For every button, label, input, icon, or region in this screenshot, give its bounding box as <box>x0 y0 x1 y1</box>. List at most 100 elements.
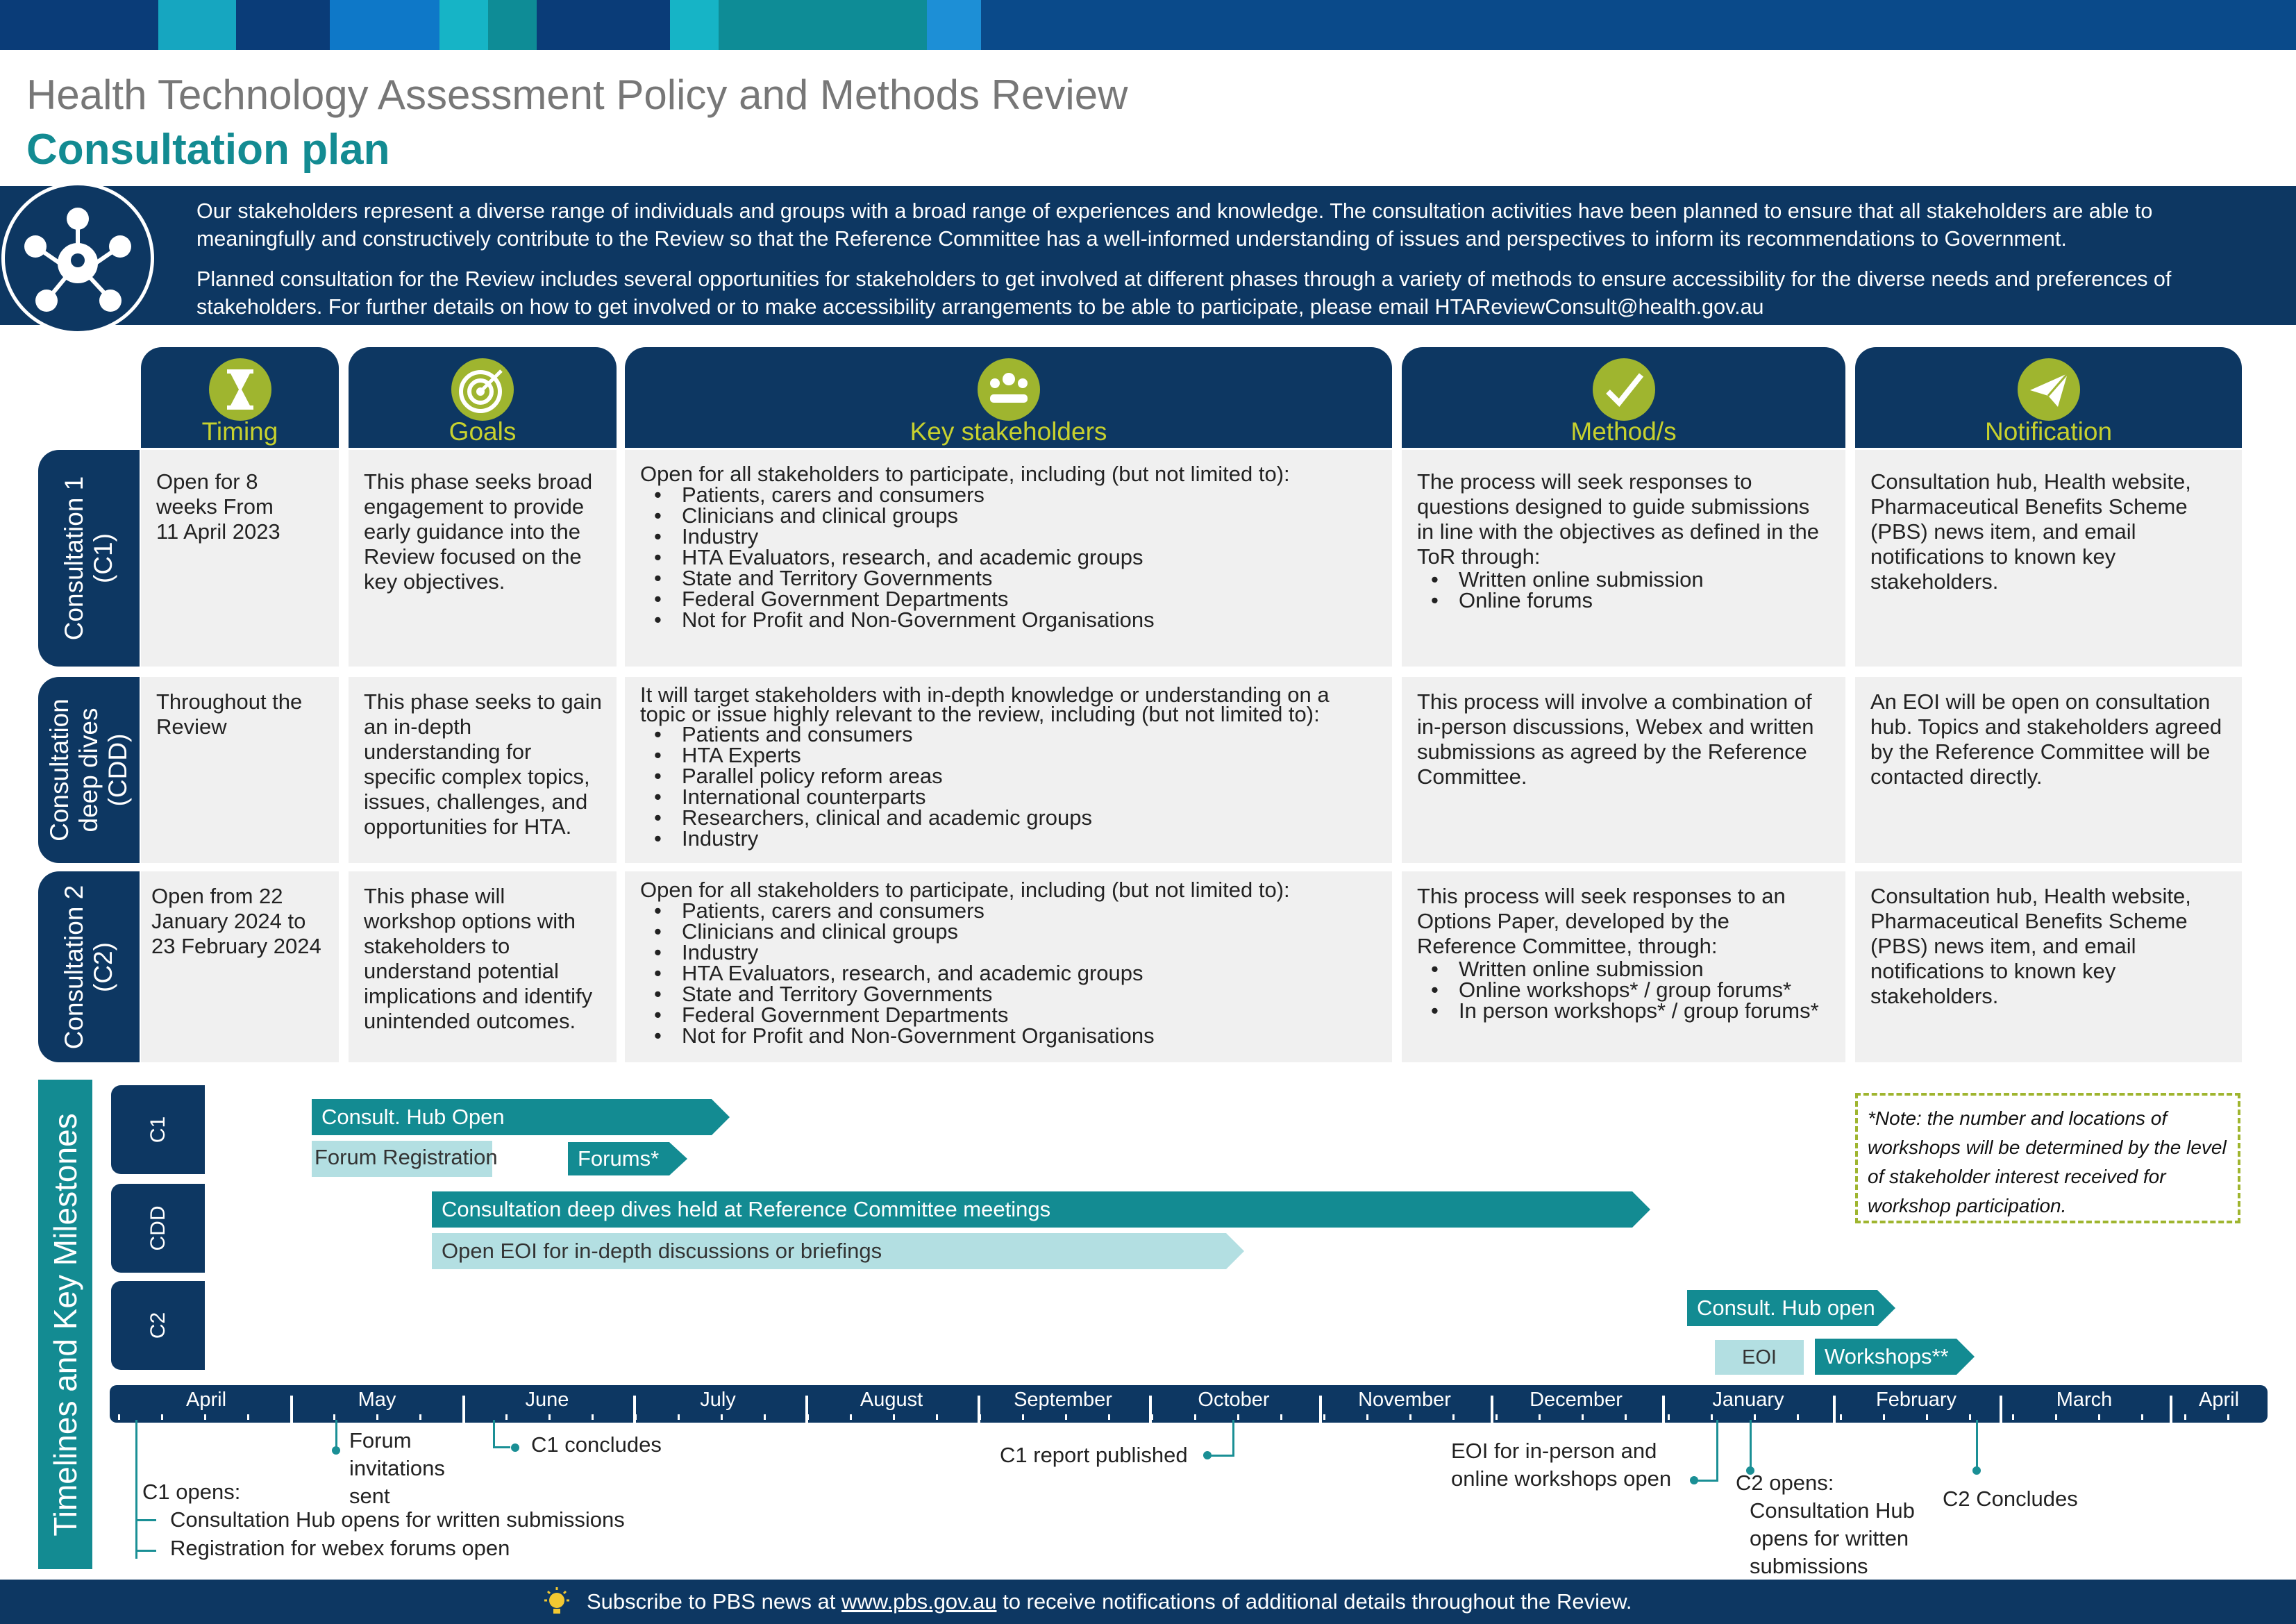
list-item: State and Territory Governments <box>654 567 1378 589</box>
pbs-link[interactable]: www.pbs.gov.au <box>841 1589 997 1614</box>
cdd-stakeholders-intro: It will target stakeholders with in-dept… <box>640 683 1330 726</box>
milestone-c1-webex: Registration for webex forums open <box>170 1536 510 1560</box>
c1-methods-list: Written online submission Online forums <box>1417 569 1832 611</box>
c1-methods-cell: The process will seek responses to quest… <box>1402 450 1845 667</box>
list-item: In person workshops* / group forums* <box>1431 1000 1832 1021</box>
page-title: Health Technology Assessment Policy and … <box>26 72 1128 118</box>
page-subtitle: Consultation plan <box>26 126 390 174</box>
network-icon <box>1 182 154 335</box>
c1-stakeholders-cell: Open for all stakeholders to participate… <box>625 450 1392 667</box>
cdd-stakeholders-cell: It will target stakeholders with in-dept… <box>625 677 1392 863</box>
column-label-timing: Timing <box>201 417 278 446</box>
cdd-goals-cell: This phase seeks to gain an in-depth und… <box>349 677 617 863</box>
list-item: Online workshops* / group forums* <box>1431 979 1832 1001</box>
milestone-c2-opens: C2 opens: <box>1736 1471 1834 1495</box>
month-divider <box>1662 1396 1665 1423</box>
milestone-line-c1-concludes <box>493 1420 495 1448</box>
month-divider <box>1319 1396 1322 1423</box>
bar-c1-hub-open: Consult. Hub Open <box>312 1099 730 1135</box>
top-color-strip <box>0 0 2296 50</box>
month-label: September <box>1014 1389 1112 1411</box>
column-header-methods: Method/s <box>1402 347 1845 448</box>
timeline-label-text: Timelines and Key Milestones <box>47 1112 83 1537</box>
milestone-c2-hub-written: Consultation Hub opens for written submi… <box>1750 1498 1915 1578</box>
month-label: March <box>2056 1389 2113 1411</box>
milestone-line-c1-opens <box>135 1420 137 1559</box>
month-divider <box>2170 1396 2172 1423</box>
row-label-c1: Consultation 1 (C1) <box>38 450 140 667</box>
bar-c2-workshops: Workshops** <box>1815 1339 1975 1375</box>
list-item: Industry <box>654 828 1378 849</box>
list-item: Not for Profit and Non-Government Organi… <box>654 1025 1378 1046</box>
c1-notification: Consultation hub, Health website, Pharma… <box>1870 469 2191 594</box>
bar-c1-forum-registration: Forum Registration <box>312 1141 498 1177</box>
milestone-c1-opens: C1 opens: <box>142 1480 241 1504</box>
month-label: December <box>1530 1389 1623 1411</box>
milestone-dot <box>1690 1476 1698 1484</box>
c1-timing-cell: Open for 8 weeks From 11 April 2023 <box>141 450 339 667</box>
milestone-dot <box>511 1443 519 1452</box>
c2-goals-cell: This phase will workshop options with st… <box>349 871 617 1062</box>
c2-notification-cell: Consultation hub, Health website, Pharma… <box>1855 871 2242 1062</box>
paper-plane-icon <box>2017 358 2080 421</box>
list-item: Industry <box>654 526 1378 547</box>
list-item: Industry <box>654 941 1378 963</box>
workshop-note: *Note: the number and locations of works… <box>1855 1093 2240 1223</box>
month-label: May <box>358 1389 396 1411</box>
lane-label-cdd: CDD <box>111 1184 205 1273</box>
month-label: February <box>1875 1389 1957 1411</box>
month-label: November <box>1358 1389 1451 1411</box>
c2-notification: Consultation hub, Health website, Pharma… <box>1870 884 2191 1008</box>
column-label-methods: Method/s <box>1570 417 1677 446</box>
c1-methods-intro: The process will seek responses to quest… <box>1417 469 1820 569</box>
list-item: HTA Evaluators, research, and academic g… <box>654 962 1378 984</box>
month-divider <box>1491 1396 1493 1423</box>
milestone-line-c2-opens <box>1750 1420 1752 1470</box>
month-label: July <box>700 1389 736 1411</box>
milestone-c1-hub-written: Consultation Hub opens for written submi… <box>170 1507 625 1532</box>
lane-label-c2: C2 <box>111 1281 205 1370</box>
milestone-c1-report: C1 report published <box>1000 1443 1188 1467</box>
milestone-dot <box>332 1446 340 1455</box>
month-label: June <box>525 1389 569 1411</box>
c2-stakeholders-cell: Open for all stakeholders to participate… <box>625 871 1392 1062</box>
c1-notification-cell: Consultation hub, Health website, Pharma… <box>1855 450 2242 667</box>
cdd-timing: Throughout the Review <box>156 689 303 739</box>
milestone-connector <box>135 1550 156 1552</box>
milestone-dot <box>1203 1451 1212 1459</box>
bar-cdd-eoi: Open EOI for in-depth discussions or bri… <box>432 1233 1244 1269</box>
row-label-cdd: Consultation deep dives (CDD) <box>38 677 140 863</box>
bar-c1-forums: Forums* <box>568 1142 687 1175</box>
cdd-methods-intro: This process will involve a combination … <box>1417 689 1814 789</box>
list-item: Clinicians and clinical groups <box>654 505 1378 526</box>
list-item: Federal Government Departments <box>654 1004 1378 1026</box>
milestone-dot <box>1746 1466 1754 1475</box>
list-item: HTA Evaluators, research, and academic g… <box>654 546 1378 568</box>
c2-timing: Open from 22 January 2024 to 23 February… <box>151 884 321 958</box>
checkmark-pen-icon <box>1592 358 1655 421</box>
people-icon <box>977 358 1040 421</box>
list-item: Patients, carers and consumers <box>654 900 1378 921</box>
row-label-cdd-text: Consultation deep dives (CDD) <box>45 698 132 842</box>
c2-goals: This phase will workshop options with st… <box>364 884 593 1033</box>
milestone-line-c2-concludes <box>1976 1420 1978 1470</box>
workshop-note-text: *Note: the number and locations of works… <box>1868 1107 2227 1216</box>
c1-timing: Open for 8 weeks From 11 April 2023 <box>156 469 280 544</box>
month-divider <box>1833 1396 1836 1423</box>
bar-cdd-held: Consultation deep dives held at Referenc… <box>432 1191 1650 1228</box>
list-item: Patients, carers and consumers <box>654 484 1378 505</box>
month-divider <box>462 1396 465 1423</box>
milestone-line-eoi-workshops <box>1716 1420 1718 1481</box>
milestone-eoi-workshops: EOI for in-person and online workshops o… <box>1451 1439 1672 1491</box>
list-item: Online forums <box>1431 589 1832 611</box>
footer-bar: Subscribe to PBS news at www.pbs.gov.au … <box>0 1580 2296 1624</box>
column-label-notification: Notification <box>1984 417 2113 446</box>
list-item: Researchers, clinical and academic group… <box>654 807 1378 828</box>
c1-goals: This phase seeks broad engagement to pro… <box>364 469 593 594</box>
intro-panel: Our stakeholders represent a diverse ran… <box>0 186 2296 325</box>
column-header-goals: Goals <box>349 347 617 448</box>
footer-text: Subscribe to PBS news at www.pbs.gov.au … <box>587 1589 1632 1614</box>
list-item: Federal Government Departments <box>654 588 1378 610</box>
row-label-c2-text: Consultation 2 (C2) <box>60 885 117 1049</box>
list-item: Parallel policy reform areas <box>654 765 1378 787</box>
